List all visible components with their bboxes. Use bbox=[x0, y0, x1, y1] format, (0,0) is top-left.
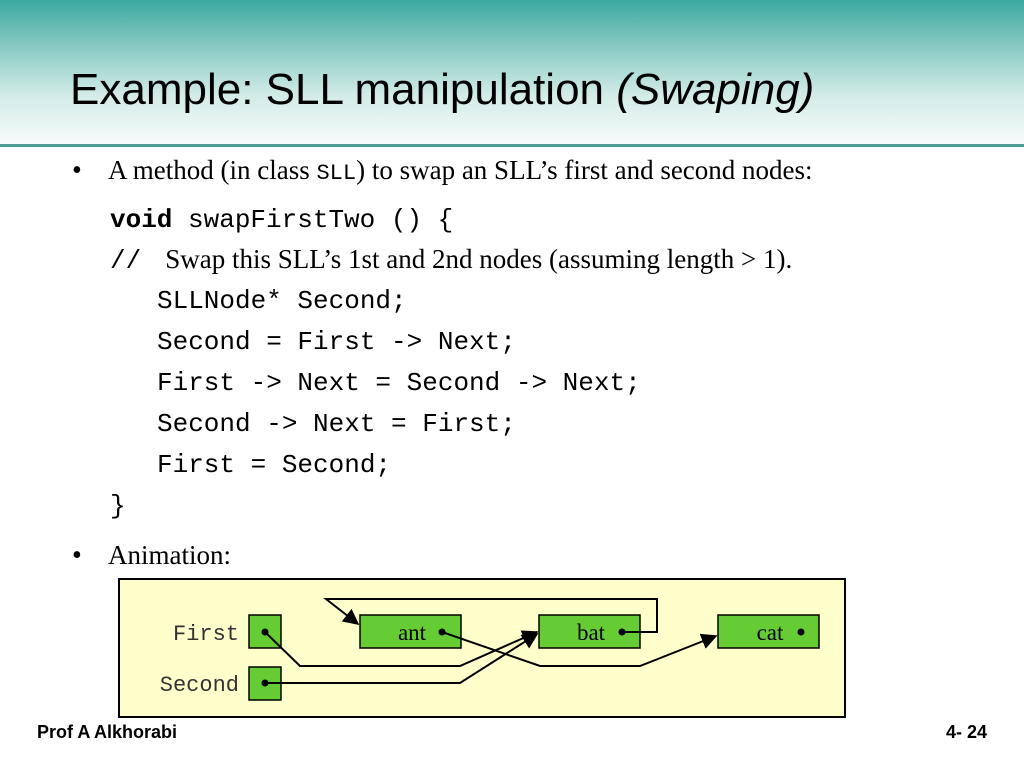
pointer-label-second: Second bbox=[160, 673, 239, 698]
bullet-marker: • bbox=[72, 155, 82, 186]
title-band bbox=[0, 0, 1024, 146]
diagram-canvas: First Second ant bat cat bbox=[160, 598, 820, 701]
title-divider bbox=[0, 144, 1024, 147]
bullet-text-after: ) to swap an SLL’s first and second node… bbox=[356, 155, 813, 185]
code-line: SLLNode* Second; bbox=[157, 286, 407, 316]
code-line: First -> Next = Second -> Next; bbox=[157, 368, 641, 398]
linked-list-diagram: First Second ant bat cat bbox=[118, 578, 846, 718]
code-signature-rest: swapFirstTwo () { bbox=[172, 205, 454, 235]
code-line: Second = First -> Next; bbox=[157, 327, 516, 357]
node-label-cat: cat bbox=[757, 620, 784, 645]
footer-author: Prof A Alkhorabi bbox=[37, 722, 178, 742]
node-cat-next-dot bbox=[797, 628, 805, 636]
code-line: First = Second; bbox=[157, 450, 392, 480]
title-main: Example: SLL manipulation bbox=[70, 65, 617, 114]
pointer-label-first: First bbox=[173, 622, 239, 647]
title-italic: (Swaping) bbox=[616, 65, 815, 114]
bullet-text-before: A method (in class bbox=[108, 155, 317, 185]
second-to-bat-arrow bbox=[265, 633, 539, 684]
bullet-marker: • bbox=[72, 540, 82, 571]
code-comment: // Swap this SLL’s 1st and 2nd nodes (ass… bbox=[110, 244, 792, 276]
comment-marker: // bbox=[110, 246, 142, 276]
class-name-code: SLL bbox=[316, 161, 357, 186]
code-closing-brace: } bbox=[110, 491, 126, 521]
bullet-method-description: A method (in class SLL) to swap an SLL’s… bbox=[108, 155, 813, 186]
node-label-bat: bat bbox=[577, 620, 606, 645]
slide-title: Example: SLL manipulation (Swaping) bbox=[70, 65, 815, 114]
code-signature: void swapFirstTwo () { bbox=[110, 205, 453, 235]
bullet-animation: Animation: bbox=[108, 540, 231, 570]
footer-page-number: 4- 24 bbox=[946, 722, 988, 742]
code-line: Second -> Next = First; bbox=[157, 409, 516, 439]
code-keyword-void: void bbox=[110, 205, 173, 235]
comment-text: Swap this SLL’s 1st and 2nd nodes (assum… bbox=[165, 244, 793, 274]
bat-to-ant-arrow bbox=[323, 598, 658, 633]
first-to-bat-arrow bbox=[264, 630, 539, 667]
node-label-ant: ant bbox=[398, 620, 427, 645]
ant-to-cat-arrow bbox=[441, 631, 718, 667]
